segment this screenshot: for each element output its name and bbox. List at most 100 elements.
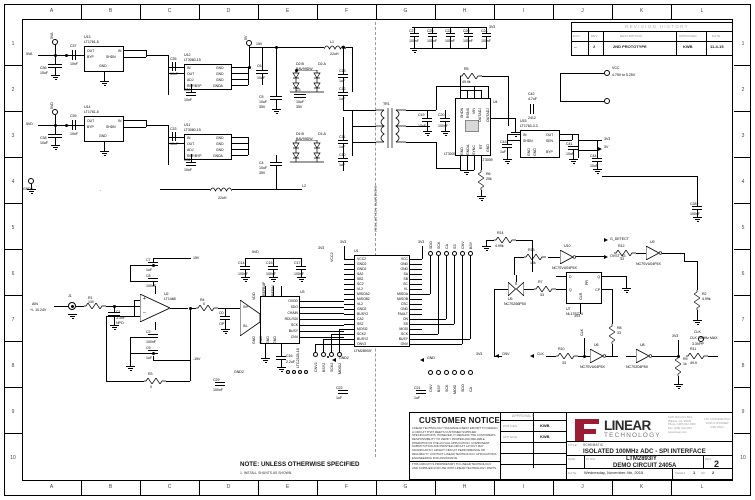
cap-c13-val: 1uF <box>339 79 345 83</box>
ground-symbol <box>277 367 286 374</box>
testpoint-sck2[interactable] <box>329 352 334 357</box>
label-5va-tp: 5VA <box>50 32 54 39</box>
flipflop-u7-pin-cp: CP <box>595 288 600 292</box>
inverter-u6-part: NC7SVU04P5X <box>580 365 605 369</box>
inverter-u8[interactable] <box>636 349 652 363</box>
ic-u11-pin-ref: REF/BYP <box>187 154 202 158</box>
jumper-pin-1[interactable] <box>286 370 290 374</box>
flipflop-u7-nl17sz74[interactable] <box>566 272 602 304</box>
resistor-r1-ref: R1 <box>88 296 93 300</box>
net-gdetect: G_DETECT <box>610 237 629 241</box>
ic-u11-part: LT3060-15 <box>184 128 201 132</box>
ic-u14-lt1761[interactable] <box>84 116 124 142</box>
flipflop-u7-ref: U7 <box>566 307 571 311</box>
ic-u3-pin-inp: IN+ <box>243 305 249 309</box>
jumper-pin-2[interactable] <box>292 370 296 374</box>
inverter-u9[interactable] <box>646 246 662 260</box>
inverter-u10[interactable] <box>560 250 576 264</box>
inverter-u6[interactable] <box>590 349 606 363</box>
net-3v-u15: 3V <box>604 145 609 149</box>
inverter-u8-part: NC7SZ04P5X <box>626 365 649 369</box>
ic-u13-lt1761[interactable] <box>84 46 124 72</box>
testpoint-sck[interactable] <box>436 251 441 256</box>
diode-bridge-d2 <box>290 70 324 93</box>
testpoint-bsy2[interactable] <box>321 352 326 357</box>
zone-top-c: C <box>167 8 172 14</box>
analog-switch-u5[interactable] <box>508 282 524 296</box>
resistor-r2-val: 4.99k <box>702 297 711 301</box>
flipflop-u7-pin-pr: PR <box>585 280 589 285</box>
ic-u1-pin-vcc2: VCC2 <box>357 257 367 261</box>
notes-item-1: 1. INSTALL SHUNTS AS SHOWN. <box>240 471 293 475</box>
cap-c1-val: 3.3nF <box>116 316 125 320</box>
tp-ss-label: SS <box>453 244 457 249</box>
cap-c39-val: 10nF <box>70 132 78 136</box>
cap-c38-val: 10uF <box>40 141 48 145</box>
testpoint-mosi-b[interactable] <box>452 370 457 375</box>
connector-gnd-vcc[interactable] <box>604 98 610 104</box>
zone-bottom-j: J <box>581 484 584 490</box>
ic-u12-ref: U12 <box>184 53 191 57</box>
ic-u15-lt1763[interactable] <box>520 130 560 158</box>
connector-5vd[interactable] <box>52 109 58 115</box>
cap-c7-ref: C7 <box>146 258 151 262</box>
testpoint-bsy-b[interactable] <box>436 370 441 375</box>
label-gnd-u1: GND <box>427 356 435 360</box>
connector-5v[interactable] <box>246 40 252 46</box>
diode-d2-part: BAV99DW <box>296 67 313 71</box>
cap-c15-ref: C15 <box>266 261 273 265</box>
ground-symbol <box>569 159 578 166</box>
ic-u14-part: LT1761-5 <box>84 110 99 114</box>
opamp-u2-lt1468[interactable] <box>140 294 170 322</box>
ind-l1-ref: L1 <box>330 40 334 44</box>
testpoint-sck-b[interactable] <box>444 370 449 375</box>
ic-u4-pad <box>465 120 479 132</box>
ground-symbol <box>51 145 60 152</box>
ground-symbol <box>100 81 109 88</box>
jumper-pin-4[interactable] <box>304 370 308 374</box>
ic-u12-pin-gnd2: GND <box>216 72 224 76</box>
connector-clk-out[interactable] <box>698 336 704 342</box>
ic-u11-lt3060[interactable] <box>184 134 232 160</box>
testpoint-cnv[interactable] <box>460 251 465 256</box>
testpoint-ss[interactable] <box>452 251 457 256</box>
ic-u15-pin-in: IN <box>523 133 527 137</box>
tp-label-vcc2: VCC2 <box>330 252 334 262</box>
connector-vcc[interactable] <box>604 70 610 76</box>
resistor-r4-val: 0 <box>203 302 205 306</box>
connector-5va[interactable] <box>52 39 58 45</box>
zone-right-5: 5 <box>741 225 745 231</box>
zone-bottom-h: H <box>462 484 467 490</box>
jumper-pin-3[interactable] <box>298 370 302 374</box>
connector-gnd2[interactable] <box>28 178 34 184</box>
rev-col-appr: APPROVED <box>679 34 697 38</box>
resistor-r11 <box>686 353 708 359</box>
cap-c19-val: 10uF <box>418 124 426 128</box>
ic-u15-ref: U15 <box>520 119 527 123</box>
testpoint-cnv-b[interactable] <box>428 370 433 375</box>
rev-col-eco: ECO <box>573 34 580 38</box>
cap-c41-ref: C41 <box>566 142 573 146</box>
testpoint-bsy[interactable] <box>468 251 473 256</box>
cap-c43-ref: C43 <box>500 140 507 144</box>
flipflop-u7-pin-d: D <box>569 275 572 279</box>
testpoint-cnv2[interactable] <box>313 352 318 357</box>
resistor-r11-val: 49.9 <box>690 361 697 365</box>
label-clk-ampl: 3.3VPP <box>692 342 704 346</box>
cap-c20-ref: C20 <box>438 113 445 117</box>
ic-u12-lt3060[interactable] <box>184 64 232 90</box>
testpoint-sdo-b[interactable] <box>460 370 465 375</box>
ic-u3-ltc2328[interactable] <box>260 296 300 344</box>
testpoint-ca-b[interactable] <box>468 370 473 375</box>
sheet-label: SHEET <box>675 471 686 475</box>
testpoint-sdo[interactable] <box>428 251 433 256</box>
testpoint-mosi2[interactable] <box>337 352 342 357</box>
cap-c30-val: 10nF <box>184 98 192 102</box>
testpoint-ca[interactable] <box>444 251 449 256</box>
tp-sdo-label: SDO <box>429 241 433 249</box>
net-3v3-u1-right: 3V3 <box>418 240 425 244</box>
ic-u1-ltm2893[interactable] <box>354 255 410 347</box>
ic-u13-pin-byp: BYP <box>87 55 94 59</box>
cap-c32-val: 10nF <box>184 168 192 172</box>
ic-u4-pin-outadj: OUTADJ <box>478 107 482 122</box>
